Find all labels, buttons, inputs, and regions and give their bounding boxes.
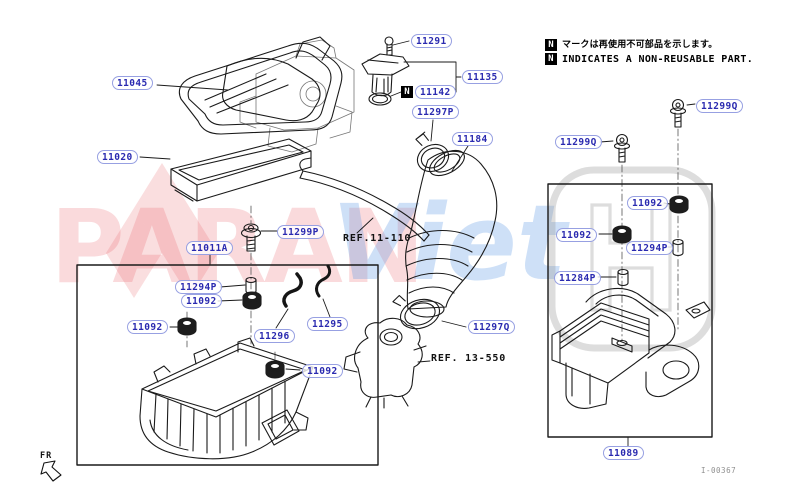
figure-code: I-00367 [701,466,737,475]
orientation-fr-label: FR [40,451,53,461]
part-callout-11284p: 11284P [554,271,601,285]
part-callout-11295: 11295 [307,317,348,331]
air-cleaner-assembly-drawing [551,287,711,409]
part-callout-11291: 11291 [411,34,452,48]
part-callout-11020: 11020 [97,150,138,164]
spacer-11294p-right-drawing [672,238,684,257]
hose-clamp-lower-drawing [392,294,441,330]
part-callout-11045: 11045 [112,76,153,90]
air-cleaner-case-drawing [139,337,314,460]
non-reusable-marker-icon: N [545,38,557,51]
part-callout-11092-c: 11092 [302,364,343,378]
part-callout-11296: 11296 [254,329,295,343]
part-callout-11297p: 11297P [412,105,459,119]
watermark-brand-left: PARAN [50,188,425,307]
part-callout-11092-a: 11092 [181,294,222,308]
part-callout-11135: 11135 [462,70,503,84]
part-callout-11299q-right: 11299Q [696,99,743,113]
non-reusable-marker-icon: N [545,53,557,65]
mitsubishi-diamonds-watermark [106,163,218,298]
part-callout-11299q-left: 11299Q [555,135,602,149]
breather-assembly-drawing [361,36,410,106]
note-jp-text: マークは再使用不可部品を示します。 [562,40,718,50]
part-callout-11294p-left: 11294P [175,280,222,294]
air-pipe-drawing [299,157,430,242]
intake-hose-drawing [405,149,498,318]
callout-leader-lines [139,40,696,447]
watermark-brand-right: Viet [332,182,567,304]
part-callout-11092-d: 11092 [627,196,668,210]
part-callout-11092-e: 11092 [556,228,597,242]
air-filter-element-drawing [170,138,312,202]
part-callout-11089: 11089 [603,446,644,460]
bolt-11299p-drawing [240,223,262,252]
spacer-11284p-drawing [617,268,629,287]
part-callout-11294p-right: 11294P [626,241,673,255]
part-callout-11142: 11142 [415,85,456,99]
note-en-text: INDICATES A NON-REUSABLE PART. [562,54,754,65]
part-callout-11297q: 11297Q [468,320,515,334]
part-callout-11299p: 11299P [277,225,324,239]
bolt-11299q-right-drawing [669,98,687,128]
non-reusable-marker-icon: N [401,86,413,98]
note-line-jp: N マークは再使用不可部品を示します。 [545,37,718,51]
reference-throttle-body-text: REF. 13-550 [431,353,507,364]
left-assembly-box [76,264,379,466]
part-callout-11011a: 11011A [186,241,233,255]
air-cleaner-cover-drawing [178,36,343,135]
part-callout-11184: 11184 [452,132,493,146]
engine-outline-drawing [239,39,355,153]
throttle-body-drawing [343,317,427,409]
bolt-11299q-left-drawing [613,133,631,163]
pipe-clip-drawings [282,264,332,308]
reference-hose-text: REF.11-110 [343,233,412,244]
fr-arrow-icon [40,460,62,482]
note-line-en: N INDICATES A NON-REUSABLE PART. [545,53,753,65]
grommet-drawings [177,195,689,379]
part-callout-11092-b: 11092 [127,320,168,334]
right-assembly-box [547,183,713,438]
